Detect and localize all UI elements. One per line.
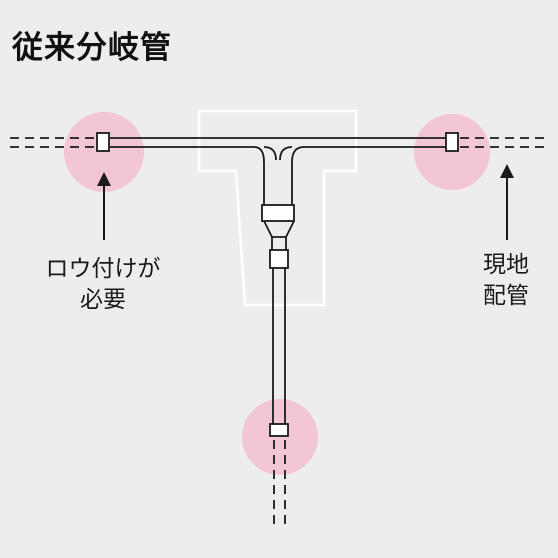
coupling-right: [445, 132, 459, 152]
coupling-center: [269, 249, 289, 269]
label-brazing-required: ロウ付けが 必要: [28, 254, 178, 316]
coupling-left: [96, 132, 110, 152]
branch-pipes: [110, 137, 446, 425]
arrow-left: [97, 172, 111, 240]
joint-highlight-right: [414, 114, 490, 190]
branch-fitting-outline: [197, 109, 358, 307]
label-onsite-piping: 現地 配管: [466, 250, 546, 312]
label-brazing-line2: 必要: [80, 287, 126, 313]
coupling-bottom: [269, 423, 289, 437]
label-brazing-line1: ロウ付けが: [45, 256, 161, 282]
joint-highlight-left: [64, 112, 144, 192]
page-title: 従来分岐管: [12, 30, 172, 66]
arrow-right: [500, 164, 514, 240]
label-onsite-line2: 配管: [483, 283, 529, 309]
label-onsite-line1: 現地: [483, 252, 529, 278]
joint-highlight-bottom: [242, 399, 318, 475]
